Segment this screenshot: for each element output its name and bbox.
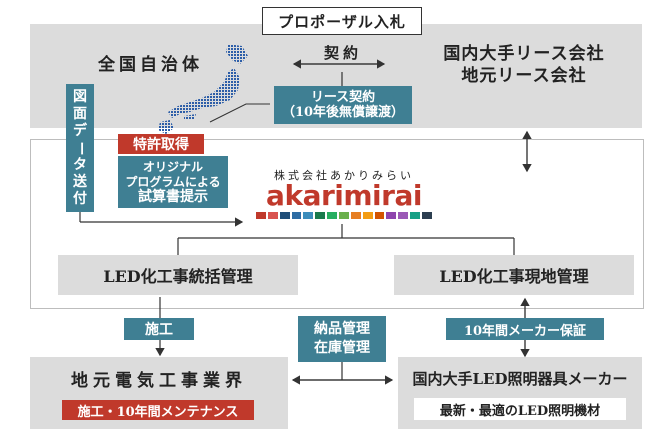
logo-color-swatch <box>279 212 290 219</box>
logo-color-swatch <box>350 212 361 219</box>
lease-contract-badge: リース契約 （10年後無償譲渡） <box>274 86 412 124</box>
maker-label: 国内大手LED照明器具メーカー <box>412 369 628 388</box>
drawing-data-char: 付 <box>73 190 87 207</box>
contract-label: 契約 <box>323 43 362 62</box>
drawing-data-char: 図 <box>73 88 87 105</box>
inventory-line: 納品管理 <box>314 321 370 337</box>
logo-color-swatch <box>291 212 302 219</box>
program-line: プログラムによる <box>125 174 221 189</box>
drawing-data-badge: 図 面 デ ー タ 送 付 <box>66 84 94 212</box>
construction-badge: 施工 <box>124 318 194 340</box>
logo-color-swatch <box>303 212 314 219</box>
company-kana: 株式会社あかりみらい <box>274 169 414 182</box>
drawing-data-char: タ <box>73 156 87 173</box>
overall-box <box>58 255 298 295</box>
site-box <box>394 255 634 295</box>
maintenance-badge: 施工・10年間メンテナンス <box>62 400 254 420</box>
logo-color-swatch <box>422 212 432 219</box>
drawing-data-char: ー <box>72 141 89 155</box>
lease-company-line: 国内大手リース会社 <box>443 44 605 64</box>
local-electric-label: 地元電気工事業界 <box>71 370 247 391</box>
patent-badge: 特許取得 <box>118 134 204 154</box>
company-logo: akarimirai <box>266 178 422 212</box>
inventory-badge: 納品管理 在庫管理 <box>298 316 386 362</box>
lease-companies: 国内大手リース会社 地元リース会社 <box>436 42 612 88</box>
lease-contract-line: リース契約 <box>310 90 376 105</box>
drawing-data-char: 面 <box>73 105 87 122</box>
logo-color-swatch <box>374 212 385 219</box>
latest-led-badge: 最新・最適のLED照明機材 <box>414 398 626 420</box>
logo-color-strip <box>256 212 432 219</box>
japan-map-icon <box>158 44 270 134</box>
municipalities-label: 全国自治体 <box>98 55 203 75</box>
logo-color-swatch <box>362 212 373 219</box>
lease-contract-line: （10年後無償譲渡） <box>281 105 405 120</box>
logo-color-swatch <box>339 212 349 219</box>
proposal-title: プロポーザル入札 <box>262 7 422 35</box>
drawing-data-char: 送 <box>73 173 87 190</box>
logo-color-swatch <box>398 212 409 219</box>
program-line: 試算書提示 <box>138 188 208 205</box>
program-line: オリジナル <box>142 159 203 174</box>
led-overall-label: LED化工事統括管理 <box>103 267 253 286</box>
logo-color-swatch <box>315 212 326 219</box>
logo-color-swatch <box>410 212 421 219</box>
inventory-line: 在庫管理 <box>314 340 370 356</box>
original-program-badge: オリジナル プログラムによる 試算書提示 <box>118 156 228 208</box>
logo-color-swatch <box>267 212 278 219</box>
logo-color-swatch <box>327 212 338 219</box>
lease-company-line: 地元リース会社 <box>461 66 587 86</box>
drawing-data-char: デ <box>73 122 87 139</box>
warranty-badge: 10年間メーカー保証 <box>446 318 604 340</box>
led-site-label: LED化工事現地管理 <box>439 267 589 286</box>
logo-color-swatch <box>256 212 266 219</box>
logo-color-swatch <box>386 212 397 219</box>
